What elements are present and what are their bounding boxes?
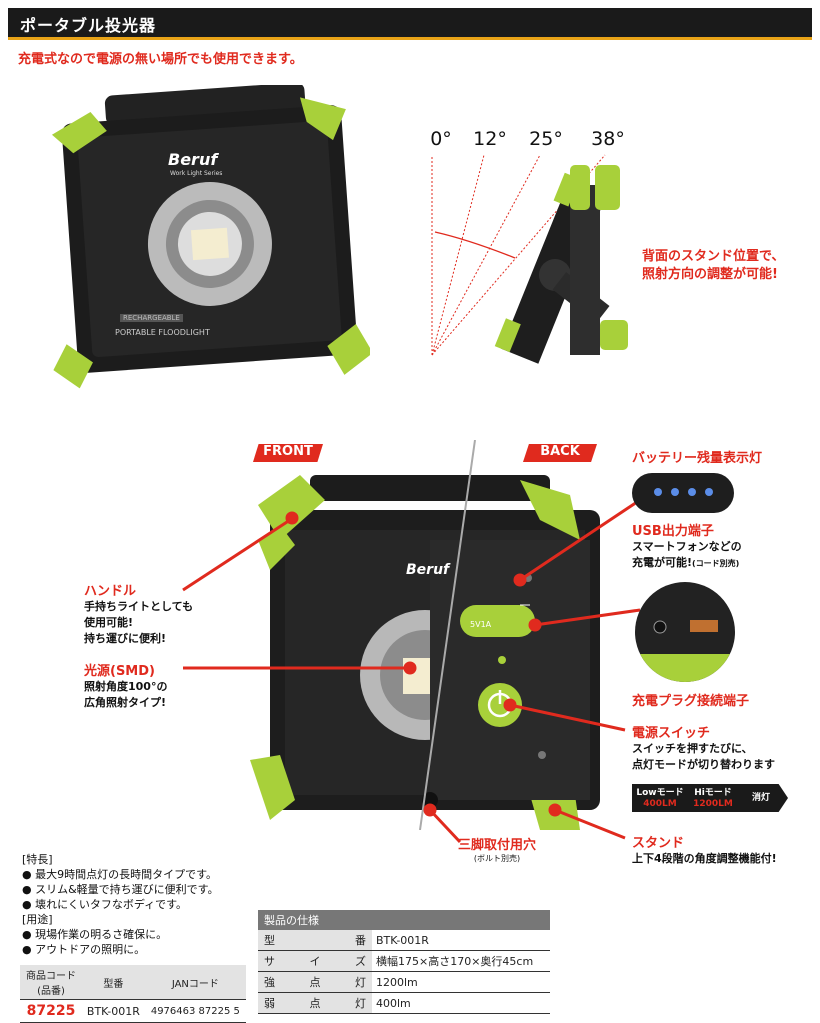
front-tag: FRONT	[253, 444, 323, 462]
battery-callout-title: バッテリー残量表示灯	[632, 451, 763, 466]
jan-header: JANコード	[144, 965, 246, 1000]
product-front-photo	[51, 85, 370, 389]
stand-callout: スタンド 上下4段階の角度調整機能付!	[632, 836, 777, 865]
product-front-back-photo	[250, 440, 600, 830]
angle-diagram	[431, 154, 628, 364]
handle-callout: ハンドル 手持ちライトとしても 使用可能! 持ち運びに便利!	[84, 584, 194, 645]
back-tag: BACK	[523, 444, 597, 462]
mode-off: 消灯	[751, 793, 770, 803]
angle-label-25: 25°	[529, 128, 563, 150]
model-header: 型番	[82, 965, 145, 1000]
stand-note: 背面のスタンド位置で、照射方向の調整が可能!	[642, 249, 785, 282]
header-stripe	[8, 37, 812, 40]
rechargeable-badge: RECHARGEABLE	[120, 314, 183, 322]
plug-callout-title: 充電プラグ接続端子	[632, 694, 750, 709]
light-source-callout: 光源(SMD) 照射角度100°の 広角照射タイプ!	[84, 664, 168, 709]
angle-label-38: 38°	[591, 128, 625, 150]
tripod-callout: 三脚取付用穴 (ボルト別売)	[458, 838, 537, 863]
features-section: [特長] ● 最大9時間点灯の長時間タイプです。 ● スリム&軽量で持ち運びに便…	[22, 853, 219, 956]
header-bar	[8, 8, 812, 37]
code-header: 商品コード(品番)	[20, 965, 82, 1000]
brand-logo: Beruf	[168, 150, 218, 169]
product-name-label: PORTABLE FLOODLIGHT	[115, 328, 210, 337]
brand-series: Work Light Series	[170, 170, 223, 177]
product-code-table: 商品コード(品番) 型番 JANコード 87225 BTK-001R 49764…	[20, 965, 246, 1023]
usb-port-label: 5V1A	[470, 620, 492, 629]
brand-logo-front: Beruf	[406, 562, 450, 578]
power-callout: 電源スイッチ スイッチを押すたびに、 点灯モードが切り替わります	[632, 726, 775, 771]
battery-indicator-inset	[632, 473, 734, 513]
page-subtitle: 充電式なので電源の無い場所でも使用できます。	[18, 52, 303, 67]
usb-callout: USB出力端子 スマートフォンなどの 充電が可能!(コード別売)	[632, 524, 742, 569]
page-title: ポータブル投光器	[20, 16, 157, 35]
angle-label-0: 0°	[430, 128, 452, 150]
spec-table-title: 製品の仕様	[258, 910, 550, 930]
spec-row: サイズ横幅175×高さ170×奥行45cm	[258, 950, 550, 972]
angle-label-12: 12°	[473, 128, 507, 150]
product-code: 87225	[20, 999, 82, 1023]
model-number: BTK-001R	[82, 999, 145, 1023]
ports-inset	[635, 582, 735, 682]
jan-code: 4976463 87225 5	[144, 999, 246, 1023]
